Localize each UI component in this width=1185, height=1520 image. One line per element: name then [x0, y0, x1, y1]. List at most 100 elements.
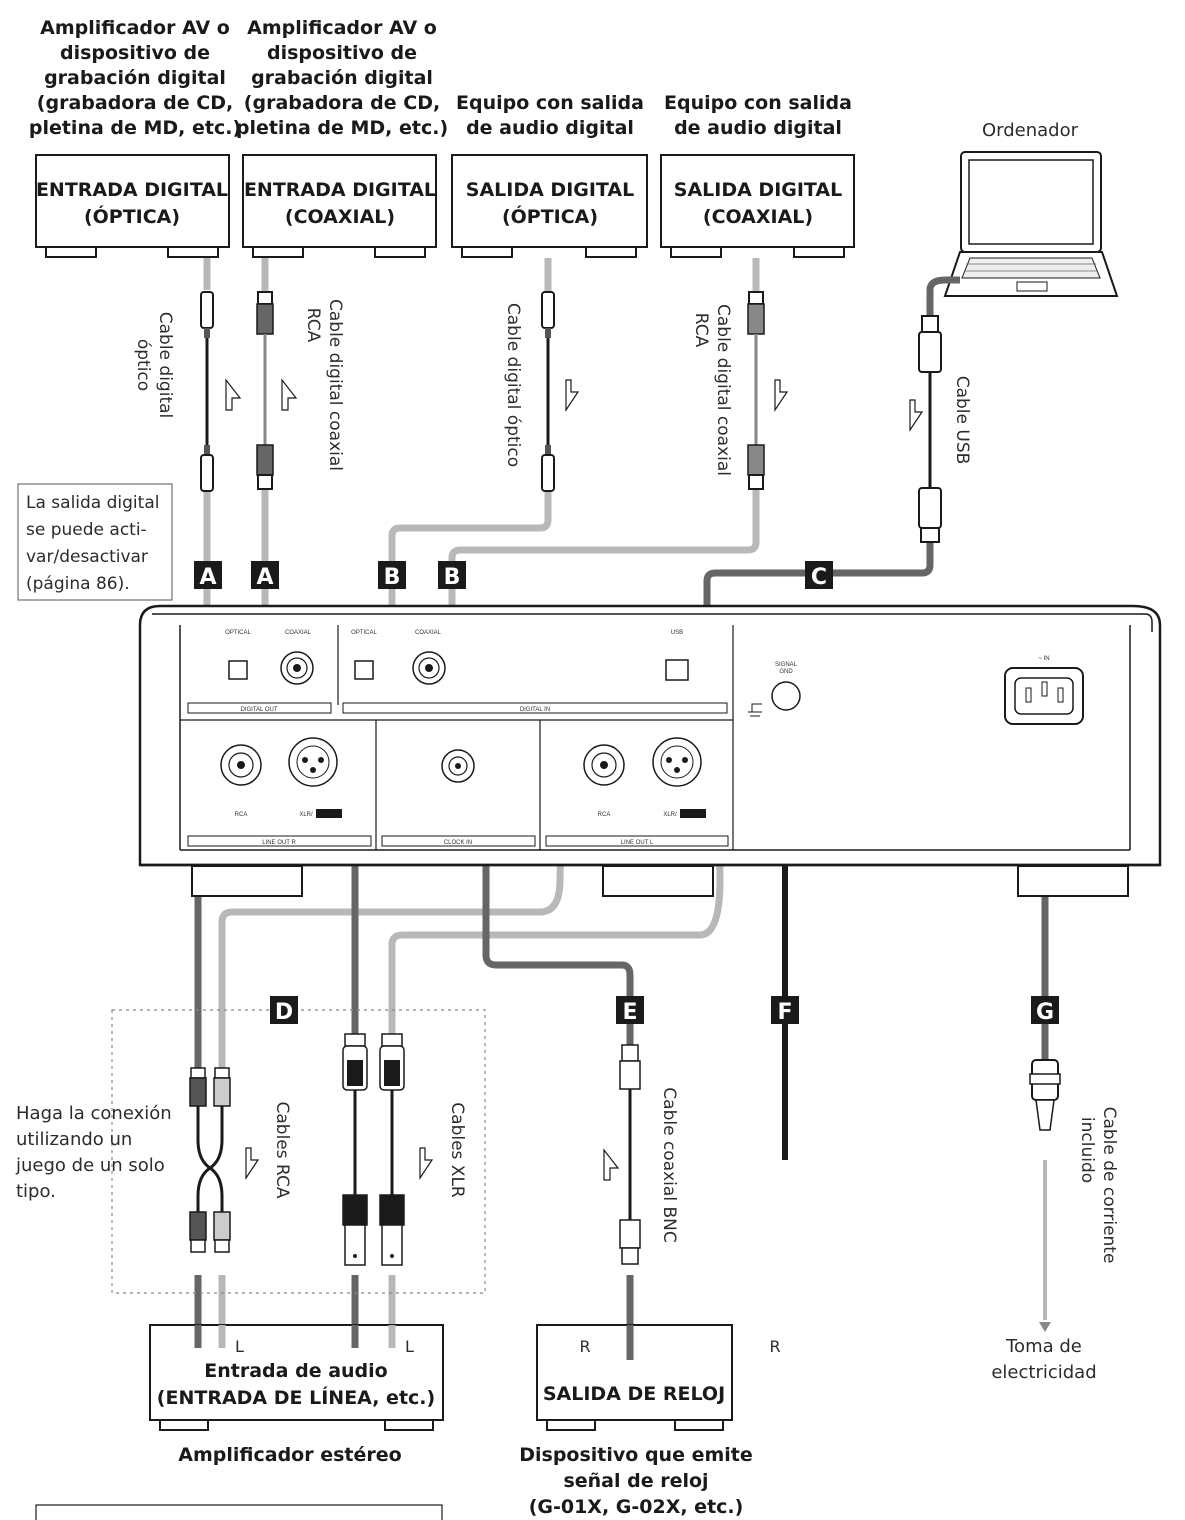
arrow-up-icon: [603, 1148, 620, 1181]
svg-text:pletina de MD, etc.): pletina de MD, etc.): [29, 117, 241, 139]
note-one-type: Haga la conexión utilizando un juego de …: [15, 1103, 172, 1202]
box-sublabel: (ÓPTICA): [502, 204, 598, 228]
svg-text:XLR/: XLR/: [299, 812, 313, 818]
svg-text:Dispositivo que emite: Dispositivo que emite: [519, 1444, 753, 1466]
box-label: SALIDA DIGITAL: [674, 179, 842, 201]
marker-d: D: [270, 996, 298, 1025]
box-label: SALIDA DIGITAL: [466, 179, 634, 201]
svg-text:óptico: óptico: [133, 339, 153, 391]
svg-text:Amplificador AV o: Amplificador AV o: [40, 17, 230, 39]
svg-text:RCA: RCA: [303, 308, 323, 343]
box-sublabel: (ÓPTICA): [84, 204, 180, 228]
optical-cable-b-icon: [541, 291, 555, 492]
svg-text:Cable digital coaxial: Cable digital coaxial: [325, 299, 345, 471]
svg-text:Haga la conexión: Haga la conexión: [16, 1103, 172, 1124]
svg-text:señal de reloj: señal de reloj: [563, 1470, 708, 1492]
box-label: ENTRADA DIGITAL: [36, 179, 228, 201]
device-caption-audio-coaxial: Equipo con salida de audio digital: [664, 92, 852, 139]
arrow-down-icon: [774, 379, 789, 412]
ground-icon: [748, 703, 762, 717]
device-box-salida-optica: SALIDA DIGITAL (ÓPTICA): [451, 154, 648, 258]
marker-e: E: [616, 996, 644, 1025]
svg-text:var/desactivar: var/desactivar: [26, 547, 148, 567]
svg-text:OPTICAL: OPTICAL: [225, 630, 251, 636]
marker-f: F: [771, 996, 799, 1025]
box-label: ENTRADA DIGITAL: [244, 179, 436, 201]
svg-text:se puede acti-: se puede acti-: [26, 520, 147, 540]
arrow-down-icon: [909, 399, 924, 432]
box-sublabel: (COAXIAL): [285, 206, 395, 228]
marker-c: C: [805, 561, 833, 590]
svg-text:Cable digital coaxial: Cable digital coaxial: [713, 304, 733, 476]
svg-text:RCA: RCA: [598, 812, 611, 818]
gnd-terminal: [771, 681, 801, 711]
marker-b-coaxial: B: [438, 561, 466, 590]
svg-text:A: A: [256, 565, 273, 590]
svg-text:F: F: [777, 1000, 792, 1025]
device-caption-amp-coaxial: Amplificador AV o dispositivo de grabaci…: [236, 17, 448, 139]
cable-usb-bottom: [688, 540, 934, 672]
svg-text:Equipo con salida: Equipo con salida: [456, 92, 644, 114]
svg-text:juego de un solo: juego de un solo: [15, 1155, 165, 1176]
svg-text:dispositivo de: dispositivo de: [267, 42, 417, 64]
svg-text:Cable digital óptico: Cable digital óptico: [503, 303, 523, 467]
svg-text:pletina de MD, etc.): pletina de MD, etc.): [236, 117, 448, 139]
svg-text:de audio digital: de audio digital: [466, 117, 634, 139]
svg-text:OPTICAL: OPTICAL: [351, 630, 377, 636]
svg-text:R: R: [579, 1337, 590, 1356]
power-plug-icon: [1029, 1059, 1061, 1332]
cable-labels-bottom: Cables RCA Cables XLR Cable coaxial BNC …: [272, 1087, 1119, 1263]
svg-text:Cable digital: Cable digital: [155, 312, 175, 419]
cable-usb-top: [926, 276, 960, 316]
svg-text:L: L: [235, 1337, 244, 1356]
stereo-amp-caption: Amplificador estéreo: [178, 1444, 401, 1466]
svg-text:L: L: [405, 1337, 414, 1356]
svg-text:tipo.: tipo.: [16, 1181, 56, 1202]
direction-arrows-bottom: [245, 1147, 620, 1181]
svg-text:COAXIAL: COAXIAL: [415, 630, 442, 636]
box-sublabel: (ENTRADA DE LÍNEA, etc.): [157, 1386, 435, 1409]
arrow-down-icon: [1039, 1322, 1051, 1332]
arrow-down-icon: [245, 1147, 260, 1180]
device-caption-amp-optical: Amplificador AV o dispositivo de grabaci…: [29, 17, 241, 139]
arrow-down-icon: [419, 1147, 434, 1180]
svg-text:DIGITAL IN: DIGITAL IN: [520, 707, 550, 713]
svg-text:B: B: [444, 565, 461, 590]
optical-in-jack: [354, 660, 374, 680]
svg-text:utilizando un: utilizando un: [16, 1129, 132, 1150]
marker-a-coaxial: A: [251, 561, 279, 590]
box-label: Entrada de audio: [204, 1360, 387, 1382]
marker-g: G: [1031, 996, 1059, 1025]
svg-text:SIGNAL: SIGNAL: [775, 662, 798, 668]
optical-out-jack: [228, 660, 248, 680]
coaxial-cable-b-icon: [747, 291, 765, 490]
svg-text:CLOCK IN: CLOCK IN: [444, 840, 472, 846]
rca-cables-icon: [189, 1067, 231, 1253]
marker-a-optical: A: [194, 561, 222, 590]
svg-text:electricidad: electricidad: [991, 1362, 1096, 1383]
arrow-up-icon: [281, 378, 298, 411]
device-box-entrada-optica: ENTRADA DIGITAL (ÓPTICA): [35, 154, 230, 258]
device-box-entrada-coaxial: ENTRADA DIGITAL (COAXIAL): [242, 154, 437, 258]
coaxial-cable-a-icon: [256, 291, 274, 490]
svg-text:GND: GND: [779, 669, 793, 675]
svg-text:(G-01X, G-02X, etc.): (G-01X, G-02X, etc.): [529, 1496, 744, 1518]
svg-text:Toma de: Toma de: [1005, 1336, 1082, 1357]
dashed-group-box: [111, 1009, 486, 1294]
marker-labels: A A B B C D E F G: [194, 561, 1059, 1025]
device-caption-audio-optical: Equipo con salida de audio digital: [456, 92, 644, 139]
clock-device-box: R SALIDA DE RELOJ: [536, 1324, 733, 1431]
svg-text:grabación digital: grabación digital: [251, 67, 433, 89]
r-label: R: [769, 1337, 780, 1356]
laptop-icon: [943, 151, 1119, 297]
outlet-label: Toma de electricidad: [991, 1336, 1096, 1383]
svg-text:E: E: [622, 1000, 637, 1025]
box-label: SALIDA DE RELOJ: [543, 1383, 725, 1405]
svg-text:B: B: [384, 565, 401, 590]
svg-text:Cables XLR: Cables XLR: [447, 1102, 467, 1198]
arrow-down-icon: [565, 379, 580, 412]
bnc-cable-icon: [619, 1044, 641, 1265]
svg-text:Equipo con salida: Equipo con salida: [664, 92, 852, 114]
svg-text:dispositivo de: dispositivo de: [60, 42, 210, 64]
